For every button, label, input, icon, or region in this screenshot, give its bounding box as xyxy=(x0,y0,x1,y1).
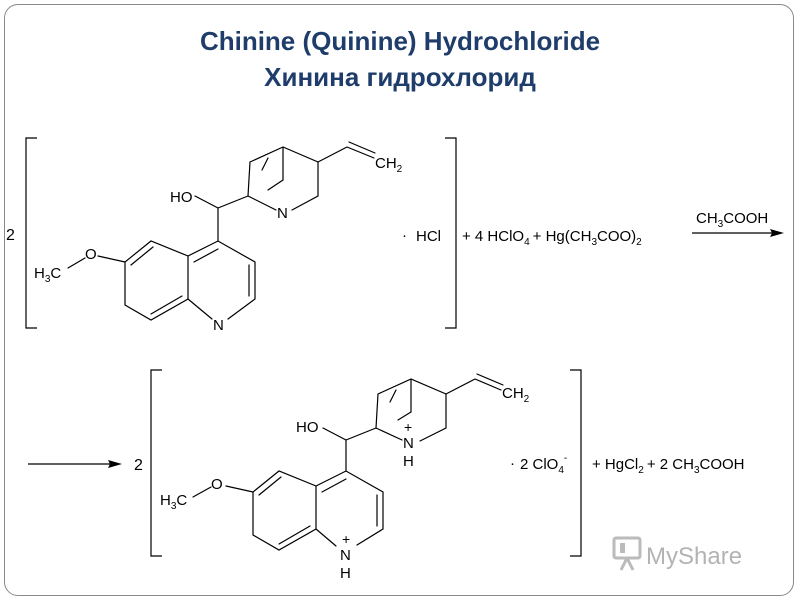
methyl-label: H3C xyxy=(34,265,61,285)
vinyl-ch2: CH2 xyxy=(502,385,530,405)
quinoline-h: H xyxy=(340,565,351,582)
reagents: + 4 HClO4+ Hg(CH3COO)2 xyxy=(462,228,642,248)
slide-frame xyxy=(4,4,794,596)
methoxy-o: O xyxy=(85,246,97,263)
reaction-arrow-1 xyxy=(692,229,784,237)
left-bracket xyxy=(25,137,37,329)
methyl-label: H3C xyxy=(160,492,187,512)
reaction-1: 2 HO xyxy=(6,137,784,334)
quininium-molecule: HO + N H + N H O H3C CH2 xyxy=(160,373,530,582)
quinuclidine-n: N xyxy=(277,205,288,222)
right-bracket xyxy=(570,369,582,557)
quinoline-charge: + xyxy=(342,531,350,547)
vinyl-ch2: CH2 xyxy=(375,155,403,175)
quinoline-n: N xyxy=(213,317,224,334)
perchlorate-anion: 2 ClO4- xyxy=(520,453,567,476)
presentation-icon xyxy=(612,536,642,571)
watermark: MyShare xyxy=(612,536,742,571)
left-bracket xyxy=(150,369,162,557)
title-latin: Chinine (Quinine) Hydrochloride xyxy=(199,26,601,56)
ho-label: HO xyxy=(296,419,319,436)
quinuclidine-n: N xyxy=(403,435,414,452)
salt-dot: · xyxy=(402,227,407,244)
watermark-text: MyShare xyxy=(646,543,742,570)
continuation-arrow xyxy=(28,460,122,468)
coefficient: 2 xyxy=(134,457,143,474)
quinoline-n: N xyxy=(340,547,351,564)
methoxy-o: O xyxy=(211,476,223,493)
title-russian: Хинина гидрохлорид xyxy=(264,62,536,92)
anion-dot: · xyxy=(510,455,515,472)
products: + HgCl2+ 2 CH3COOH xyxy=(592,456,745,476)
right-bracket xyxy=(445,137,457,329)
quinuclidine-charge: + xyxy=(404,419,412,435)
quinine-molecule: HO N N O H3C CH2 xyxy=(34,141,403,334)
ho-label: HO xyxy=(170,189,193,206)
salt-hcl: HCl xyxy=(416,228,441,245)
catalyst-label: CH3COOH xyxy=(696,210,768,230)
coefficient: 2 xyxy=(6,227,15,244)
reaction-2: 2 xyxy=(28,369,745,582)
quinuclidine-h: H xyxy=(403,453,414,470)
